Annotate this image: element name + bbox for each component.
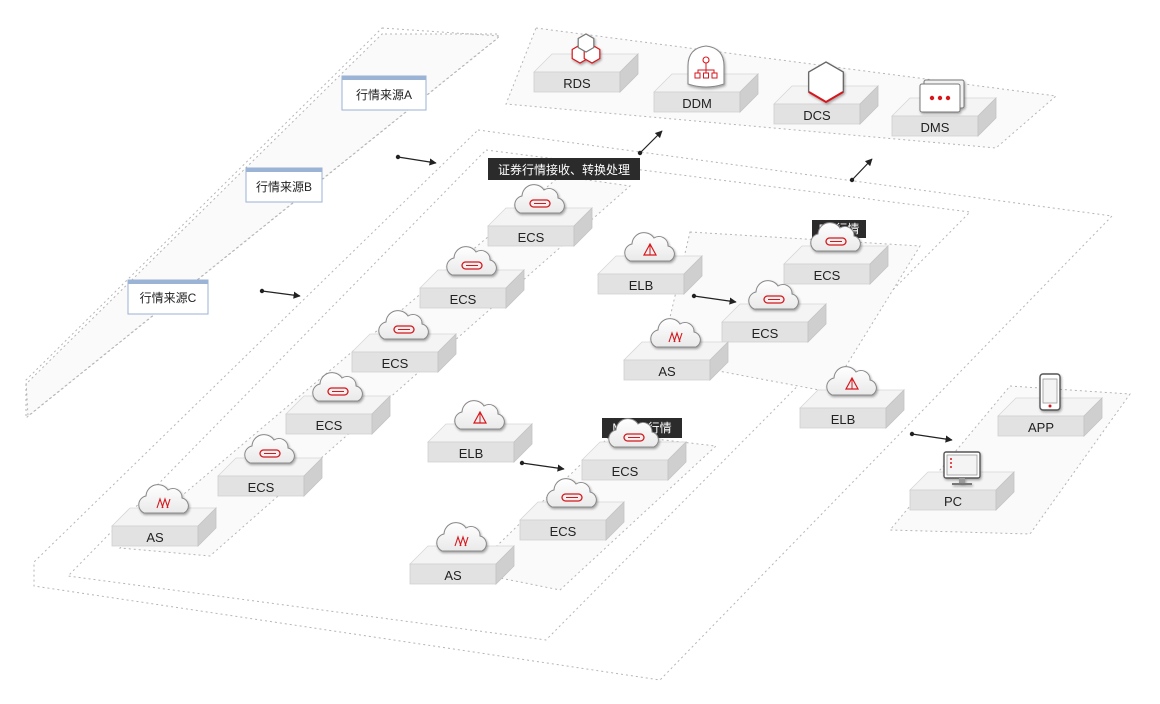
rds-node[interactable]: RDS <box>533 33 639 93</box>
ecs-icon <box>546 478 597 508</box>
source-label-c-text: 行情来源C <box>140 291 197 305</box>
pc-elb[interactable]: ELB <box>597 232 703 295</box>
source-label-c: 行情来源C <box>127 279 209 315</box>
access-elb[interactable]: ELB <box>799 366 905 429</box>
ecs-icon <box>446 246 497 276</box>
source-label-b-text: 行情来源B <box>256 180 312 194</box>
as-icon <box>436 522 487 552</box>
processing-to-dms-arrow <box>851 158 873 181</box>
mobile-elb-label: ELB <box>459 446 484 461</box>
processing-ecs-4[interactable]: ECS <box>285 372 391 435</box>
mobile-ecs-1[interactable]: ECS <box>581 418 687 481</box>
access-elb-to-clients-arrow <box>911 433 953 443</box>
elb-icon <box>454 400 505 430</box>
mobile-elb-to-ecs-arrow <box>521 462 565 472</box>
dms-node-label: DMS <box>921 120 950 135</box>
pc-elb-label: ELB <box>629 278 654 293</box>
ecs-icon <box>244 434 295 464</box>
client-app-label: APP <box>1028 420 1054 435</box>
processing-ecs-4-label: ECS <box>316 418 343 433</box>
access-elb-label: ELB <box>831 412 856 427</box>
rds-icon <box>571 33 601 64</box>
processing-ecs-2-label: ECS <box>450 292 477 307</box>
client-app[interactable]: APP <box>997 373 1103 437</box>
rds-node-label: RDS <box>563 76 591 91</box>
monitor-icon <box>943 451 981 485</box>
source-c-arrow <box>261 290 301 299</box>
pc-ecs-2[interactable]: ECS <box>721 280 827 343</box>
mobile-elb[interactable]: ELB <box>427 400 533 463</box>
source-label-a: 行情来源A <box>341 75 427 111</box>
processing-ecs-1[interactable]: ECS <box>487 184 593 247</box>
ecs-icon <box>312 372 363 402</box>
dcs-icon <box>808 61 844 104</box>
processing-ecs-5-label: ECS <box>248 480 275 495</box>
middle-region <box>66 149 972 641</box>
ecs-icon <box>378 310 429 340</box>
elb-icon <box>624 232 675 262</box>
processing-ecs-1-label: ECS <box>518 230 545 245</box>
pc-as[interactable]: AS <box>623 318 729 381</box>
dcs-node-label: DCS <box>803 108 831 123</box>
client-pc-label: PC <box>944 494 962 509</box>
dcs-node[interactable]: DCS <box>773 61 879 125</box>
ddm-node-label: DDM <box>682 96 712 111</box>
connectors <box>259 130 953 472</box>
processing-ecs-3-label: ECS <box>382 356 409 371</box>
pc-ecs-2-label: ECS <box>752 326 779 341</box>
elb-icon <box>826 366 877 396</box>
processing-as-label: AS <box>146 530 164 545</box>
dms-node[interactable]: DMS <box>891 79 997 137</box>
as-icon <box>138 484 189 514</box>
mobile-as[interactable]: AS <box>409 522 515 585</box>
client-pc[interactable]: PC <box>909 451 1015 511</box>
pc-ecs-1[interactable]: ECS <box>783 222 889 285</box>
processing-ecs-2[interactable]: ECS <box>419 246 525 309</box>
pc-ecs-1-label: ECS <box>814 268 841 283</box>
ecs-icon <box>608 418 659 448</box>
processing-ecs-3[interactable]: ECS <box>351 310 457 373</box>
pc-elb-to-ecs-arrow <box>693 295 737 305</box>
ecs-icon <box>810 222 861 252</box>
mobile-ecs-1-label: ECS <box>612 464 639 479</box>
source-label-a-text: 行情来源A <box>356 88 412 102</box>
processing-as[interactable]: AS <box>111 484 217 547</box>
as-icon <box>650 318 701 348</box>
dms-icon <box>919 79 965 113</box>
processing-ecs-5[interactable]: ECS <box>217 434 323 497</box>
processing-group-label-text: 证券行情接收、转换处理 <box>498 162 630 177</box>
mobile-as-label: AS <box>444 568 462 583</box>
source-a-arrow <box>397 156 437 166</box>
processing-to-ddm-arrow <box>639 130 663 154</box>
source-label-b: 行情来源B <box>245 167 323 203</box>
ecs-icon <box>514 184 565 214</box>
nodes-layer: RDS DDM DCS DMS ECS ECS ECS ECS ECS AS ELB ECS ECS AS… <box>111 33 1103 585</box>
pc-as-label: AS <box>658 364 676 379</box>
ddm-icon <box>687 45 725 88</box>
ddm-node[interactable]: DDM <box>653 45 759 113</box>
ecs-icon <box>748 280 799 310</box>
sources-region <box>25 33 499 420</box>
processing-group-label: 证券行情接收、转换处理 <box>488 158 640 180</box>
phone-icon <box>1039 373 1061 411</box>
mobile-ecs-2[interactable]: ECS <box>519 478 625 541</box>
mobile-ecs-2-label: ECS <box>550 524 577 539</box>
